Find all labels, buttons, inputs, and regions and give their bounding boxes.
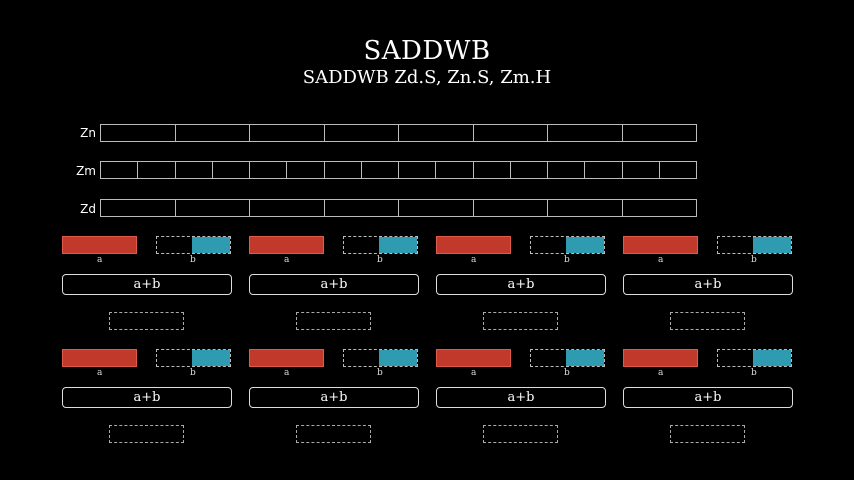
register-element bbox=[399, 125, 474, 141]
register-element bbox=[548, 200, 623, 216]
diagram-title: SADDWB bbox=[363, 36, 491, 66]
register-element bbox=[362, 162, 399, 178]
operand-b-label: b bbox=[190, 368, 196, 378]
operand-a-label: a bbox=[471, 368, 477, 378]
result-box bbox=[296, 425, 371, 443]
operand-b-fill bbox=[192, 237, 230, 253]
operand-a-label: a bbox=[658, 255, 664, 265]
operation-box: a+b bbox=[62, 387, 232, 408]
register-element bbox=[101, 200, 176, 216]
operand-b-fill bbox=[566, 350, 604, 366]
operand-b-fill bbox=[192, 350, 230, 366]
operand-a-box bbox=[249, 349, 324, 367]
register-element bbox=[213, 162, 250, 178]
result-box bbox=[109, 425, 184, 443]
operand-b-label: b bbox=[377, 368, 383, 378]
operand-b-box bbox=[717, 236, 792, 254]
register-element bbox=[176, 162, 213, 178]
register-element bbox=[138, 162, 176, 178]
register-element bbox=[474, 162, 511, 178]
result-box bbox=[109, 312, 184, 330]
result-box bbox=[296, 312, 371, 330]
register-element bbox=[176, 125, 250, 141]
operand-a-label: a bbox=[97, 255, 103, 265]
operand-a-label: a bbox=[97, 368, 103, 378]
operand-b-label: b bbox=[751, 368, 757, 378]
register-element bbox=[176, 200, 250, 216]
operand-a-label: a bbox=[658, 368, 664, 378]
operand-b-fill bbox=[753, 350, 791, 366]
register-element bbox=[548, 125, 623, 141]
register-element bbox=[325, 162, 362, 178]
register-element bbox=[511, 162, 548, 178]
operand-b-box bbox=[343, 236, 418, 254]
operation-box: a+b bbox=[623, 274, 793, 295]
operation-box: a+b bbox=[249, 387, 419, 408]
operand-b-box bbox=[530, 349, 605, 367]
operand-b-label: b bbox=[190, 255, 196, 265]
operation-box: a+b bbox=[62, 274, 232, 295]
register-element bbox=[623, 200, 697, 216]
operand-b-label: b bbox=[564, 255, 570, 265]
operand-b-fill bbox=[566, 237, 604, 253]
operand-a-box bbox=[623, 236, 698, 254]
register-zn bbox=[100, 124, 697, 142]
operation-box: a+b bbox=[436, 387, 606, 408]
operation-box: a+b bbox=[249, 274, 419, 295]
register-label-zm: Zm bbox=[76, 164, 96, 178]
register-element bbox=[623, 125, 697, 141]
register-label-zn: Zn bbox=[80, 126, 96, 140]
operand-a-box bbox=[62, 349, 137, 367]
register-element bbox=[250, 200, 325, 216]
register-element bbox=[660, 162, 696, 178]
register-element bbox=[585, 162, 623, 178]
operand-a-box bbox=[436, 349, 511, 367]
register-element bbox=[250, 125, 325, 141]
register-element bbox=[101, 162, 139, 178]
operand-b-box bbox=[717, 349, 792, 367]
operand-b-box bbox=[530, 236, 605, 254]
result-box bbox=[670, 312, 745, 330]
operand-b-fill bbox=[379, 350, 417, 366]
register-element bbox=[474, 125, 548, 141]
operand-a-label: a bbox=[471, 255, 477, 265]
operand-a-label: a bbox=[284, 368, 290, 378]
operand-b-fill bbox=[379, 237, 417, 253]
register-element bbox=[250, 162, 288, 178]
operand-b-label: b bbox=[564, 368, 570, 378]
operand-b-box bbox=[343, 349, 418, 367]
register-element bbox=[474, 200, 548, 216]
diagram-subtitle: SADDWB Zd.S, Zn.S, Zm.H bbox=[302, 67, 552, 88]
register-zm bbox=[100, 161, 697, 179]
operation-box: a+b bbox=[623, 387, 793, 408]
operand-a-box bbox=[249, 236, 324, 254]
result-box bbox=[483, 425, 558, 443]
register-element bbox=[399, 162, 437, 178]
register-element bbox=[399, 200, 474, 216]
operand-a-box bbox=[62, 236, 137, 254]
register-element bbox=[623, 162, 660, 178]
operand-a-box bbox=[623, 349, 698, 367]
operand-b-fill bbox=[753, 237, 791, 253]
register-element bbox=[325, 125, 399, 141]
operand-a-box bbox=[436, 236, 511, 254]
result-box bbox=[483, 312, 558, 330]
register-element bbox=[548, 162, 586, 178]
operation-box: a+b bbox=[436, 274, 606, 295]
register-zd bbox=[100, 199, 697, 217]
operand-b-label: b bbox=[751, 255, 757, 265]
operand-b-label: b bbox=[377, 255, 383, 265]
register-element bbox=[101, 125, 176, 141]
register-element bbox=[325, 200, 399, 216]
operand-a-label: a bbox=[284, 255, 290, 265]
register-element bbox=[436, 162, 474, 178]
register-element bbox=[287, 162, 325, 178]
result-box bbox=[670, 425, 745, 443]
register-label-zd: Zd bbox=[80, 202, 96, 216]
operand-b-box bbox=[156, 236, 231, 254]
operand-b-box bbox=[156, 349, 231, 367]
